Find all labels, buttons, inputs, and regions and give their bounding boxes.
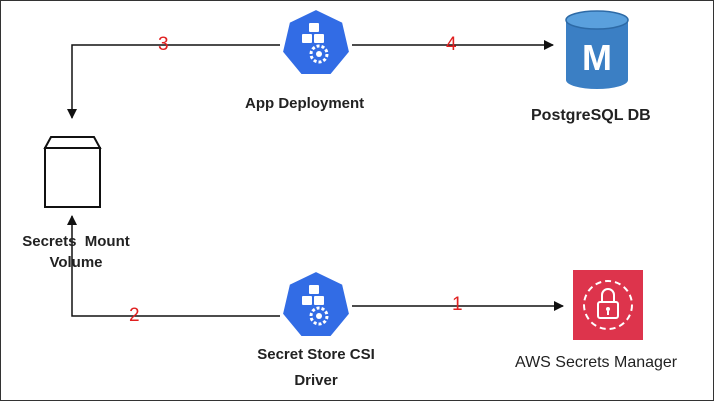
csi-driver-label: Secret Store CSI Driver xyxy=(240,346,392,389)
aws-secrets-manager-label: AWS Secrets Manager xyxy=(515,354,678,371)
postgres-label: PostgreSQL DB xyxy=(531,107,651,124)
secrets-volume-label: Secrets Mount Volume xyxy=(6,233,146,271)
step-3-number: 3 xyxy=(158,34,169,55)
rds-database-icon: M xyxy=(565,10,629,89)
csi-driver-label-line2: Driver xyxy=(294,372,338,389)
step-2-number: 2 xyxy=(129,305,140,326)
step-4-number: 4 xyxy=(446,34,457,55)
csi-driver-label-line1: Secret Store CSI xyxy=(257,346,375,363)
arrow-step-2 xyxy=(67,215,280,317)
secrets-manager-icon xyxy=(573,270,643,340)
app-deployment-label: App Deployment xyxy=(245,95,365,112)
kubernetes-deployment-icon xyxy=(280,7,352,76)
step-1-number: 1 xyxy=(452,294,463,315)
secrets-volume-label-line2: Volume xyxy=(49,254,103,271)
kubernetes-pod-icon xyxy=(280,269,352,338)
secrets-volume-label-line1: Secrets Mount xyxy=(22,233,130,250)
arrow-step-3 xyxy=(67,44,280,119)
volume-box-icon xyxy=(43,136,102,208)
db-icon-letter: M xyxy=(582,37,612,78)
